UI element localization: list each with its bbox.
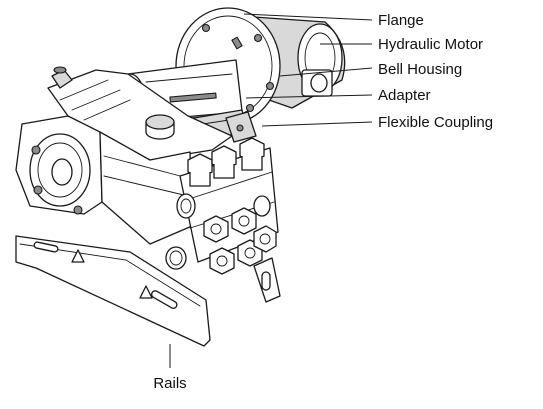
callout-labels: Flange Hydraulic Motor Bell Housing Adap…: [153, 12, 493, 392]
label-rails: Rails: [153, 375, 186, 392]
cover-bolt: [33, 185, 43, 195]
hex-plug: [211, 145, 237, 179]
label-adapter: Adapter: [378, 87, 431, 104]
flexible-coupling: [225, 111, 257, 143]
valve-manifold: [176, 137, 279, 275]
flange-bolt: [201, 23, 211, 33]
hex-plug: [209, 247, 235, 275]
flange-bolt: [245, 103, 255, 113]
cover-bolt: [73, 205, 83, 215]
label-hydraulic-motor: Hydraulic Motor: [378, 36, 483, 53]
rails: [15, 235, 281, 347]
rail-slot: [33, 241, 59, 253]
leader-line-flange: [243, 13, 373, 21]
hex-plug: [231, 207, 257, 235]
leader-line-flexible-coupling: [261, 121, 373, 127]
hex-plug: [203, 215, 229, 243]
label-flexible-coupling: Flexible Coupling: [378, 114, 493, 131]
flange-bolt: [253, 33, 263, 43]
flange-bolt: [265, 81, 275, 91]
rail-slot: [261, 271, 271, 291]
pump-body: [15, 66, 233, 270]
cover-bolt: [31, 145, 41, 155]
hex-plug: [187, 153, 213, 187]
hex-plug: [239, 137, 265, 171]
label-flange: Flange: [378, 12, 424, 29]
rail-slot: [151, 290, 178, 309]
label-bell-housing: Bell Housing: [378, 61, 462, 78]
leader-line-bell-housing: [279, 67, 373, 77]
leader-lines: [169, 13, 373, 368]
leader-line-adapter: [245, 94, 373, 99]
hex-plug: [253, 225, 277, 253]
